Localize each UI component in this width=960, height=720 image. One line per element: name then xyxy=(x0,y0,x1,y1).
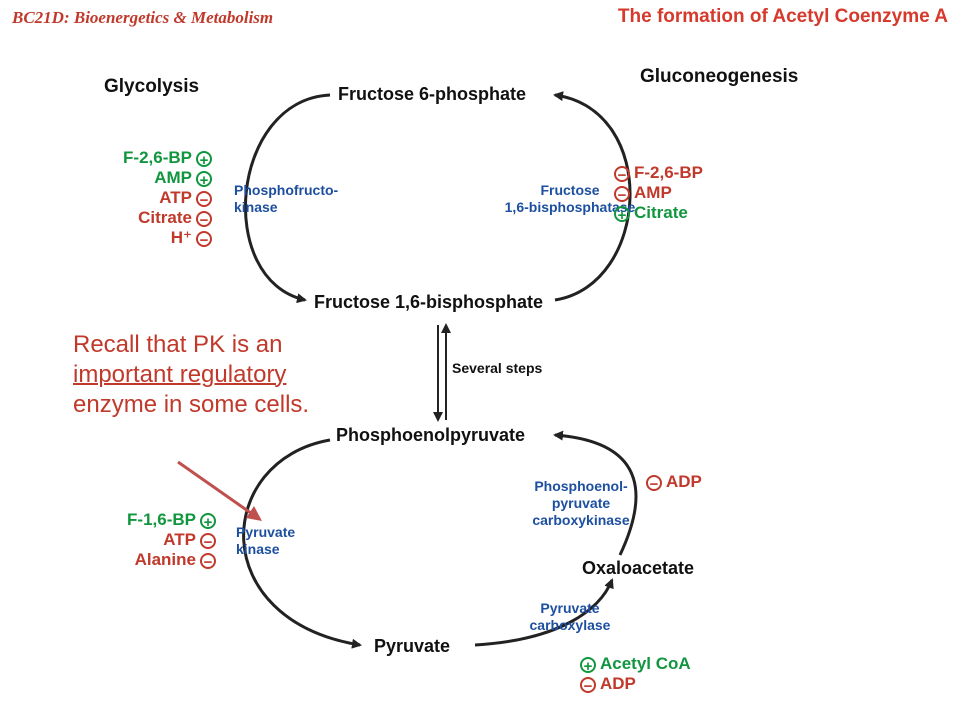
effector-name: ADP xyxy=(666,472,702,491)
effector-name: Citrate xyxy=(634,203,688,222)
inhibitor-icon: − xyxy=(200,552,216,570)
glycolysis-label: Glycolysis xyxy=(104,76,200,97)
activator-icon: + xyxy=(200,512,216,530)
effector-name: Acetyl CoA xyxy=(600,654,691,673)
effector-name: AMP xyxy=(154,168,192,187)
inhibitor-icon: − xyxy=(614,185,630,203)
pepck-arrow xyxy=(553,430,638,556)
effector-row: AMP+ xyxy=(123,168,212,188)
effector-name: H⁺ xyxy=(170,228,192,247)
compound-oxaloacetate: Oxaloacetate xyxy=(582,558,695,578)
effector-name: F-2,6-BP xyxy=(634,163,703,182)
effector-name: Alanine xyxy=(134,550,196,569)
effector-row: −ADP xyxy=(646,472,702,492)
inhibitor-icon: − xyxy=(646,474,662,492)
effector-row: −F-2,6-BP xyxy=(614,163,703,183)
enzyme-pyruvate-kinase: Pyruvate kinase xyxy=(236,524,296,557)
effector-name: Citrate xyxy=(138,208,192,227)
effector-name: ADP xyxy=(600,674,636,693)
pc-arrow xyxy=(474,578,614,647)
effector-row: ATP− xyxy=(123,188,212,208)
several-steps-label: Several steps xyxy=(452,360,543,376)
activator-icon: + xyxy=(580,656,596,674)
note-underlined: important regulatory xyxy=(73,361,287,388)
note-pointer-arrow xyxy=(177,460,259,520)
inhibitor-icon: − xyxy=(200,532,216,550)
compound-fructose-1-6-bisphosphate: Fructose 1,6-bisphosphate xyxy=(314,292,544,312)
effector-row: Alanine− xyxy=(127,550,216,570)
enzyme-fructose-bisphosphatase: Fructose 1,6-bisphosphatase xyxy=(504,182,636,215)
pk-arrow xyxy=(242,438,362,649)
inhibitor-icon: − xyxy=(196,190,212,208)
gluconeogenesis-label: Gluconeogenesis xyxy=(640,66,799,87)
course-title: BC21D: Bioenergetics & Metabolism xyxy=(12,8,274,27)
inhibitor-icon: − xyxy=(614,165,630,183)
effector-name: ATP xyxy=(163,530,196,549)
enzyme-pep-carboxykinase: Phosphoenol- pyruvate carboxykinase xyxy=(532,478,630,528)
inhibitor-icon: − xyxy=(196,230,212,248)
compound-phosphoenolpyruvate: Phosphoenolpyruvate xyxy=(336,425,526,445)
activator-icon: + xyxy=(196,150,212,168)
effector-name: ATP xyxy=(159,188,192,207)
fbpase-effectors: −F-2,6-BP−AMP+Citrate xyxy=(614,163,703,223)
effector-row: −ADP xyxy=(580,674,691,694)
effector-row: −AMP xyxy=(614,183,703,203)
enzyme-phosphofructokinase: Phosphofructo- kinase xyxy=(234,182,339,215)
pepck-effectors: −ADP xyxy=(646,472,702,492)
effector-row: ATP− xyxy=(127,530,216,550)
pfk-effectors: F-2,6-BP+AMP+ATP−Citrate−H⁺− xyxy=(123,148,212,248)
enzyme-pyruvate-carboxylase: Pyruvate carboxylase xyxy=(529,600,611,633)
effector-row: Citrate− xyxy=(123,208,212,228)
pk-effectors: F-1,6-BP+ATP−Alanine− xyxy=(127,510,216,570)
effector-row: F-1,6-BP+ xyxy=(127,510,216,530)
inhibitor-icon: − xyxy=(580,676,596,694)
compound-pyruvate: Pyruvate xyxy=(374,636,451,656)
pfk-arrow xyxy=(243,93,331,304)
effector-row: +Acetyl CoA xyxy=(580,654,691,674)
effector-row: F-2,6-BP+ xyxy=(123,148,212,168)
inhibitor-icon: − xyxy=(196,210,212,228)
slide-title: The formation of Acetyl Coenzyme A xyxy=(617,6,948,27)
fbpase-arrow xyxy=(553,91,632,302)
activator-icon: + xyxy=(196,170,212,188)
note-line-3: enzyme in some cells. xyxy=(73,391,310,418)
activator-icon: + xyxy=(614,205,630,223)
effector-name: F-1,6-BP xyxy=(127,510,196,529)
pc-effectors: +Acetyl CoA−ADP xyxy=(580,654,691,694)
effector-row: H⁺− xyxy=(123,228,212,248)
compound-fructose-6-phosphate: Fructose 6-phosphate xyxy=(338,84,527,104)
effector-name: AMP xyxy=(634,183,672,202)
effector-name: F-2,6-BP xyxy=(123,148,192,167)
recall-note: Recall that PK is an important regulator… xyxy=(73,330,373,420)
note-line-1: Recall that PK is an xyxy=(73,331,283,358)
effector-row: +Citrate xyxy=(614,203,703,223)
